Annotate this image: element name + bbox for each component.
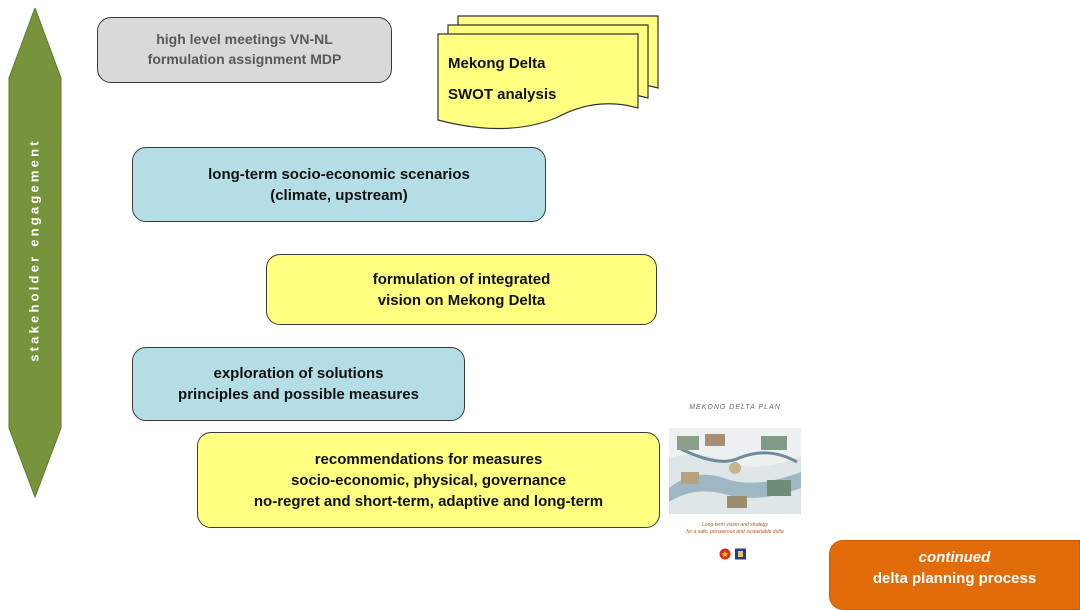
exploration-line-2: principles and possible measures: [178, 386, 419, 403]
swot-line-1: Mekong Delta: [448, 55, 546, 72]
meetings-line-2: formulation assignment MDP: [147, 51, 342, 67]
continued-line-1: continued: [918, 549, 991, 566]
report-title: MEKONG DELTA PLAN: [689, 404, 781, 411]
report-subtitle-line-2: for a safe, prosperous and sustainable d…: [686, 528, 784, 535]
step-high-level-meetings: high level meetings VN-NL formulation as…: [97, 17, 392, 83]
report-cover-image: [669, 428, 801, 514]
recommendations-line-2: socio-economic, physical, governance: [290, 471, 567, 489]
exploration-line-1: exploration of solutions: [213, 365, 384, 382]
step-recommendations: recommendations for measures socio-econo…: [197, 432, 660, 528]
vision-line-2: vision on Mekong Delta: [377, 291, 546, 309]
swot-line-2: SWOT analysis: [448, 86, 557, 103]
mekong-delta-plan-report: MEKONG DELTA PLAN Long-term vision and s…: [664, 404, 806, 608]
continued-delta-planning-process: continued delta planning process: [829, 540, 1080, 610]
report-subtitle: Long-term vision and strategy for a safe…: [664, 522, 806, 535]
report-logos: [719, 548, 746, 560]
recommendations-line-3: no-regret and short-term, adaptive and l…: [253, 492, 604, 510]
meetings-line-1: high level meetings VN-NL: [156, 31, 333, 48]
swot-document-stack: [437, 15, 659, 130]
stakeholder-engagement-arrow: [8, 8, 62, 498]
step-exploration-of-solutions: exploration of solutions principles and …: [132, 347, 465, 421]
vision-line-1: formulation of integrated: [372, 270, 551, 288]
step-integrated-vision: formulation of integrated vision on Meko…: [266, 254, 657, 325]
continued-line-2: delta planning process: [872, 570, 1037, 587]
scenarios-line-1: long-term socio-economic scenarios: [208, 165, 470, 183]
report-subtitle-line-1: Long-term vision and strategy: [702, 522, 768, 528]
recommendations-line-1: recommendations for measures: [314, 450, 543, 468]
scenarios-line-2: (climate, upstream): [270, 186, 408, 204]
swot-analysis-text: Mekong Delta SWOT analysis: [448, 48, 556, 110]
step-socio-economic-scenarios: long-term socio-economic scenarios (clim…: [132, 147, 546, 222]
